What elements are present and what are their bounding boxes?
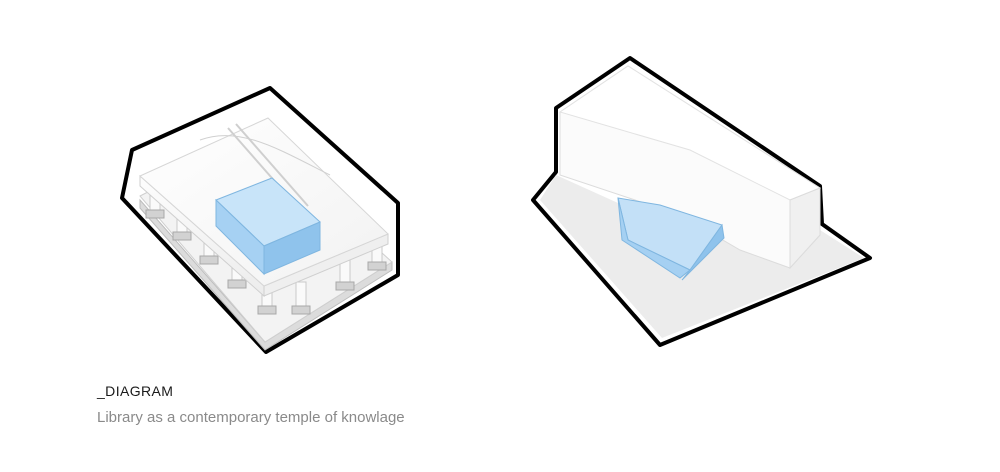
caption-title: _DIAGRAM xyxy=(97,383,174,399)
caption-subtitle: Library as a contemporary temple of know… xyxy=(97,409,405,426)
temple-blue-volume xyxy=(215,177,321,276)
contemporary-diagram xyxy=(531,56,872,347)
temple-diagram xyxy=(120,86,400,354)
contemporary-blue-volume xyxy=(617,197,725,281)
